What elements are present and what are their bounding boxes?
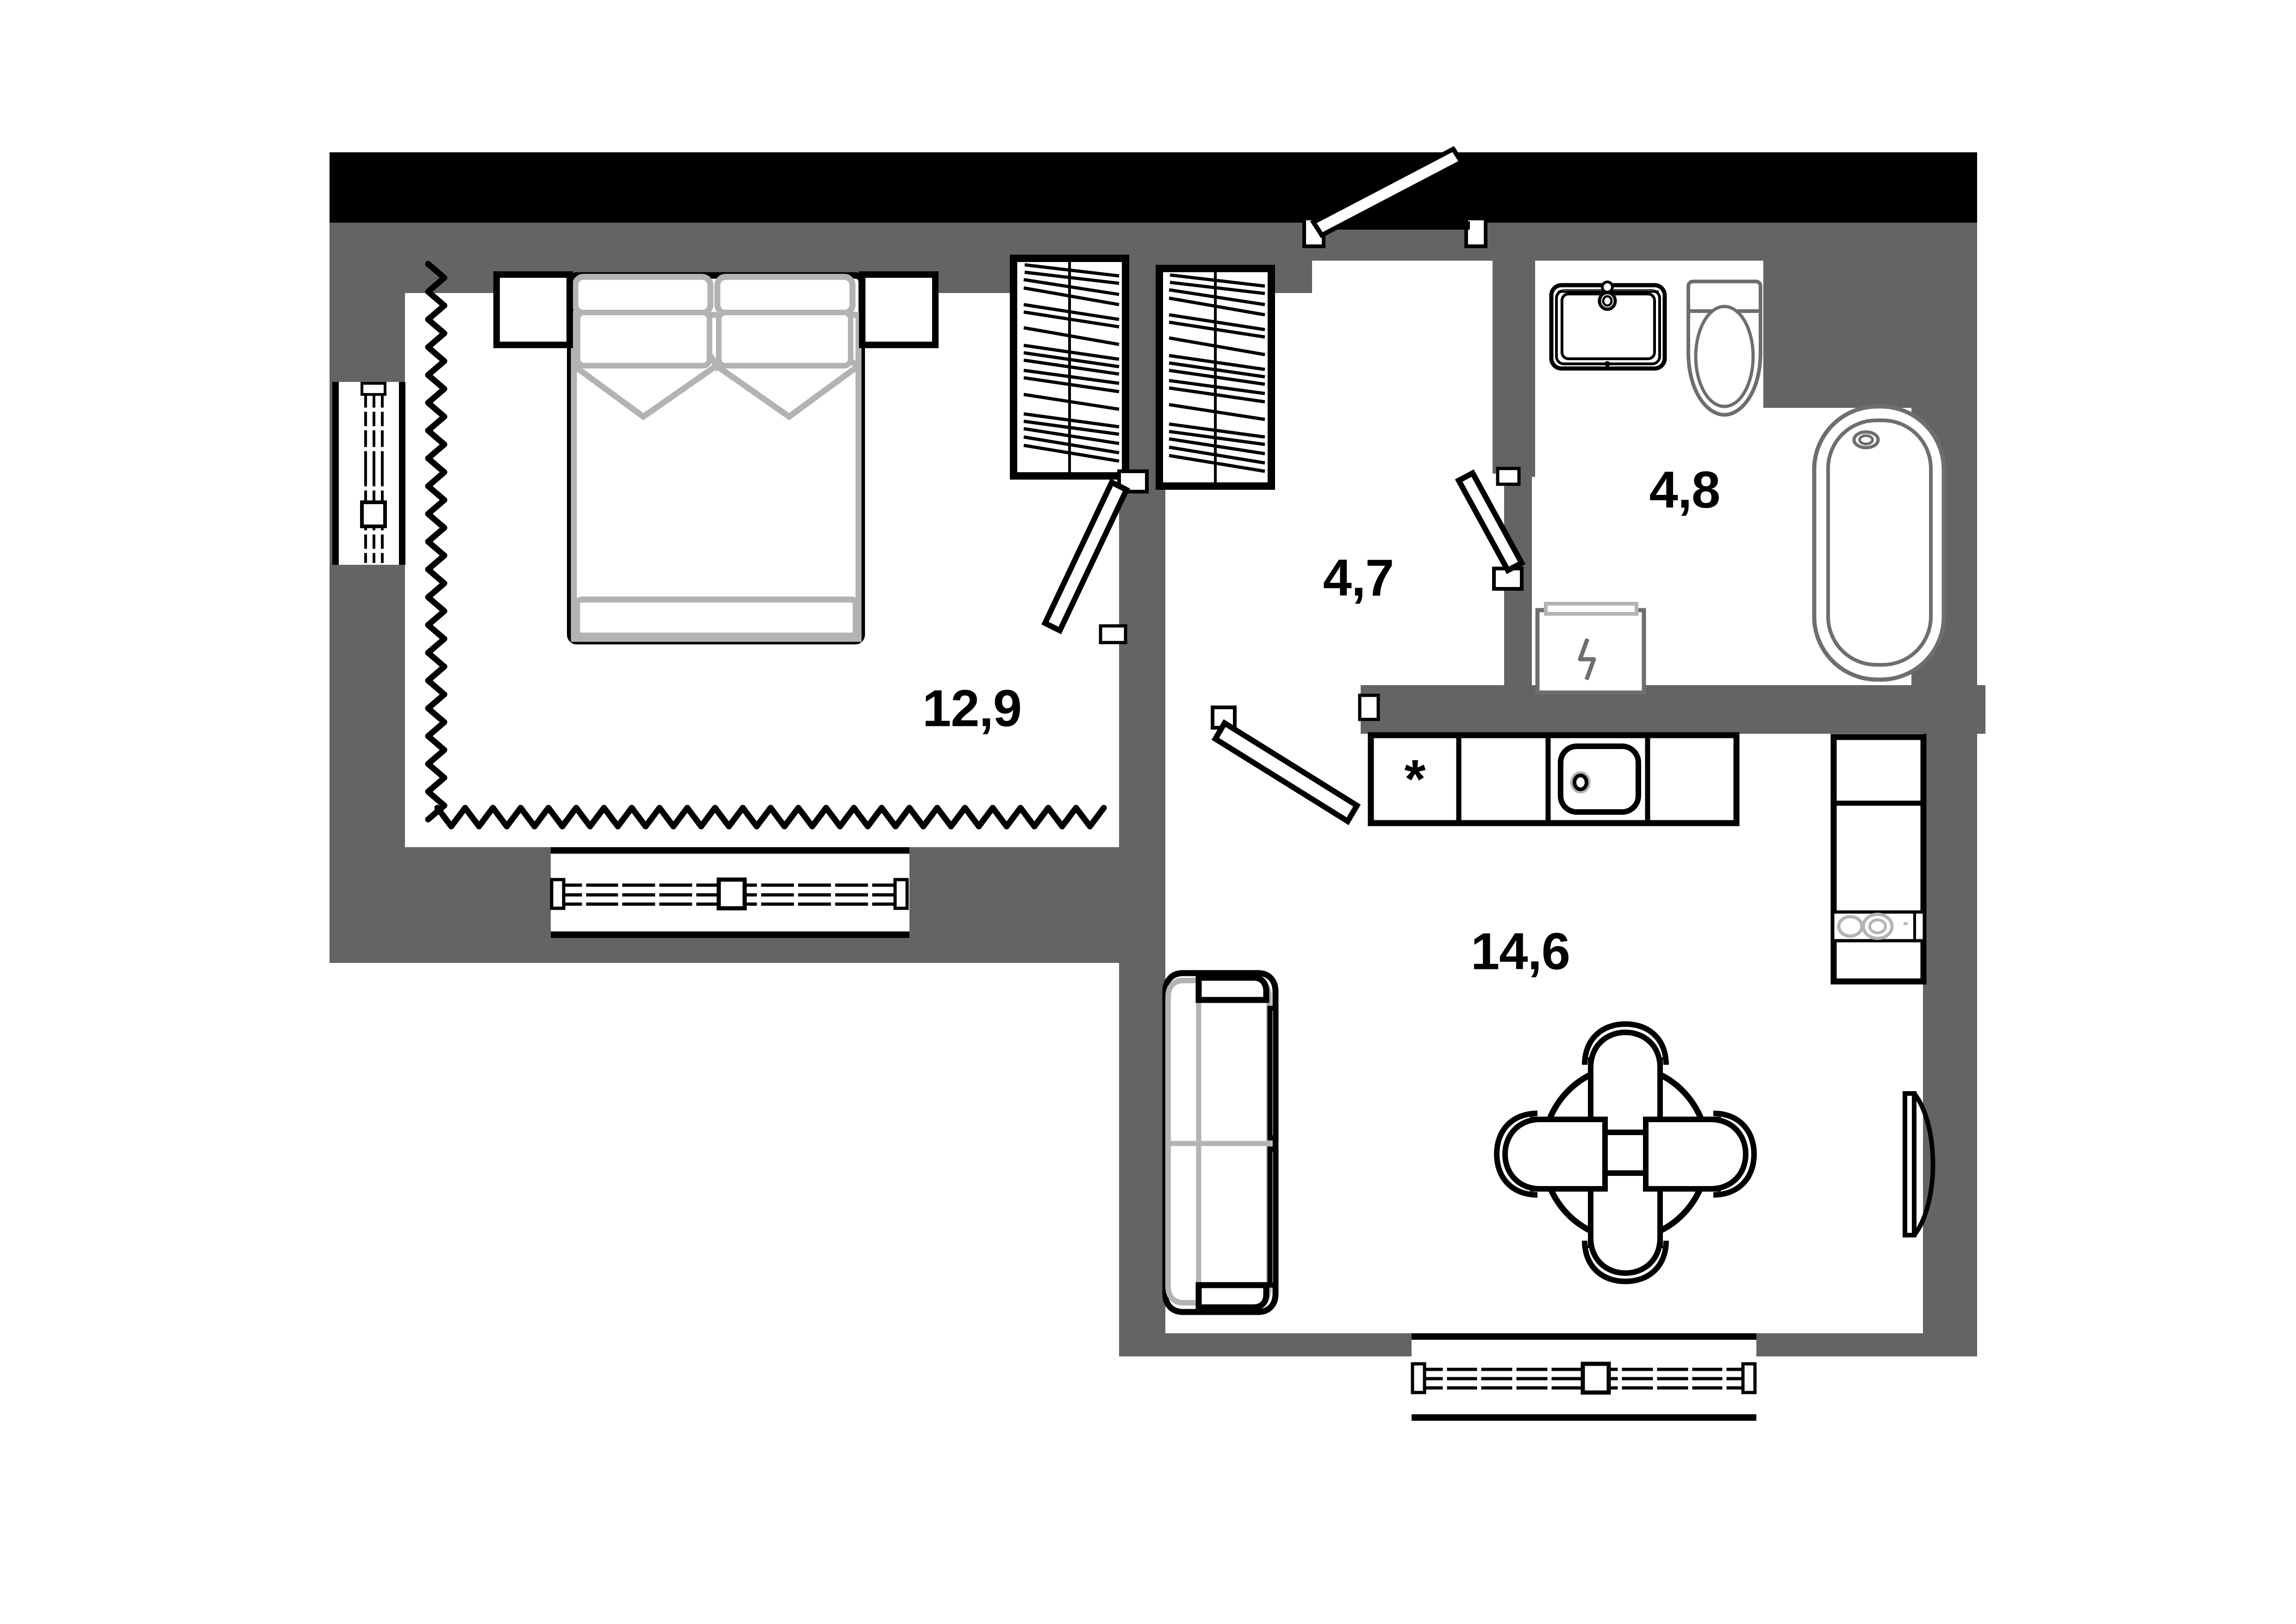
window-living-south	[1411, 1333, 1757, 1421]
washing-machine	[1535, 602, 1646, 695]
curtain-bedroom-south	[434, 805, 1107, 830]
dining-chair-east	[1643, 1111, 1757, 1198]
curtain-bedroom-west	[425, 261, 448, 823]
double-bed	[567, 272, 865, 644]
cooktop	[1831, 910, 1926, 943]
area-label-bedroom: 12,9	[922, 679, 1022, 737]
wardrobe-right	[1156, 265, 1275, 490]
kitchen-counter-side	[1830, 734, 1927, 985]
toilet	[1686, 280, 1762, 417]
bedroom-door[interactable]	[1041, 469, 1149, 635]
bathroom-door[interactable]	[1455, 469, 1526, 591]
living-room-door[interactable]	[1211, 706, 1361, 825]
area-label-hall: 4,7	[1323, 549, 1394, 607]
door-jambs	[1099, 467, 1521, 721]
balcony-door-living-east[interactable]	[1903, 1091, 1935, 1237]
nightstand-right	[859, 271, 939, 348]
dining-chair-south	[1582, 1170, 1669, 1285]
gas-marker-asterisk: *	[1404, 749, 1426, 810]
window-bedroom-south	[550, 847, 909, 938]
sofa	[1162, 970, 1279, 1315]
window-bedroom-west	[332, 382, 406, 565]
kitchen-counter	[1368, 732, 1740, 826]
washbasin	[1549, 281, 1667, 371]
dining-chair-west	[1493, 1111, 1608, 1198]
wardrobe-left	[1010, 255, 1129, 480]
area-label-bathroom: 4,8	[1649, 461, 1721, 519]
corridor-band	[330, 152, 1977, 223]
bathtub	[1812, 404, 1946, 682]
nightstand-left	[493, 271, 573, 348]
area-label-kitchen-living: 14,6	[1471, 922, 1570, 981]
kitchen-sink	[1558, 743, 1641, 815]
entry-door[interactable]	[1302, 146, 1487, 248]
